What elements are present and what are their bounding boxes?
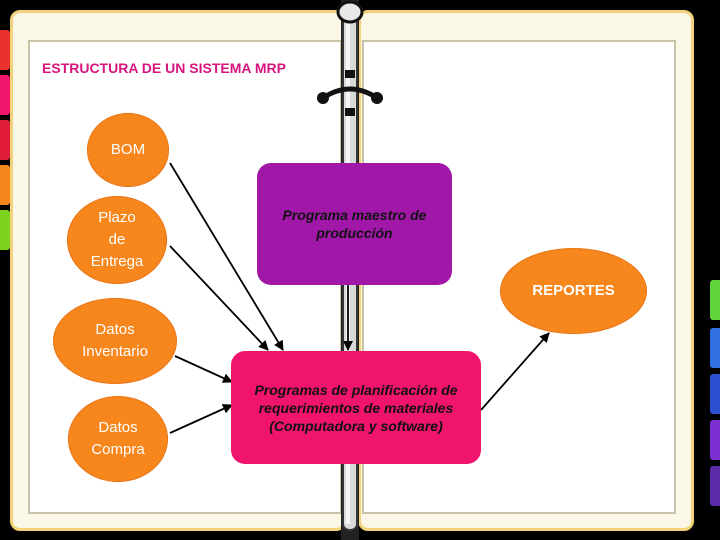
planning-program-label: Programas de planificación de requerimie… <box>254 381 458 434</box>
reports-label: REPORTES <box>532 282 615 299</box>
arrow-planning-to-reports <box>480 332 550 411</box>
planning-program-box: Programas de planificación de requerimie… <box>231 351 481 464</box>
notebook-tab-red <box>0 30 10 70</box>
bom-node: BOM <box>87 113 169 187</box>
notebook-tab-green <box>0 210 10 250</box>
inventario-label-line2: Inventario <box>82 343 148 360</box>
inventario-label-line1: Datos <box>95 321 135 338</box>
bom-label: BOM <box>110 141 146 158</box>
compra-label-line1: Datos <box>98 419 138 436</box>
notebook-tab-lime <box>710 280 720 320</box>
arrow-bom-to-planning <box>169 162 284 351</box>
notebook-tab-pink <box>0 75 10 115</box>
notebook-tab-purple <box>710 420 720 460</box>
reports-node: REPORTES <box>500 248 647 334</box>
plazo-label-line1: Plazo <box>98 209 136 226</box>
notebook-tab-orange <box>0 165 10 205</box>
compra-label-line2: Compra <box>91 441 145 458</box>
arrow-compra-to-planning <box>169 404 233 434</box>
binder-clip-icon <box>317 0 383 116</box>
arrow-inventario-to-planning <box>174 355 233 383</box>
plazo-label-line3: Entrega <box>90 253 144 270</box>
datos-inventario-node: Datos Inventario <box>53 298 177 384</box>
datos-compra-node: Datos Compra <box>68 396 168 482</box>
diagram-title: ESTRUCTURA DE UN SISTEMA MRP <box>42 60 286 76</box>
notebook-tab-blue <box>710 328 720 368</box>
master-program-label: Programa maestro de producción <box>282 207 427 241</box>
notebook-tab-violet <box>710 466 720 506</box>
notebook-tab-crimson <box>0 120 10 160</box>
arrow-plazo-to-planning <box>169 245 269 351</box>
notebook-tab-darkblue <box>710 374 720 414</box>
plazo-label-line2: de <box>108 231 126 248</box>
master-program-box: Programa maestro de producción <box>257 163 452 285</box>
plazo-entrega-node: Plazo de Entrega <box>67 196 167 284</box>
